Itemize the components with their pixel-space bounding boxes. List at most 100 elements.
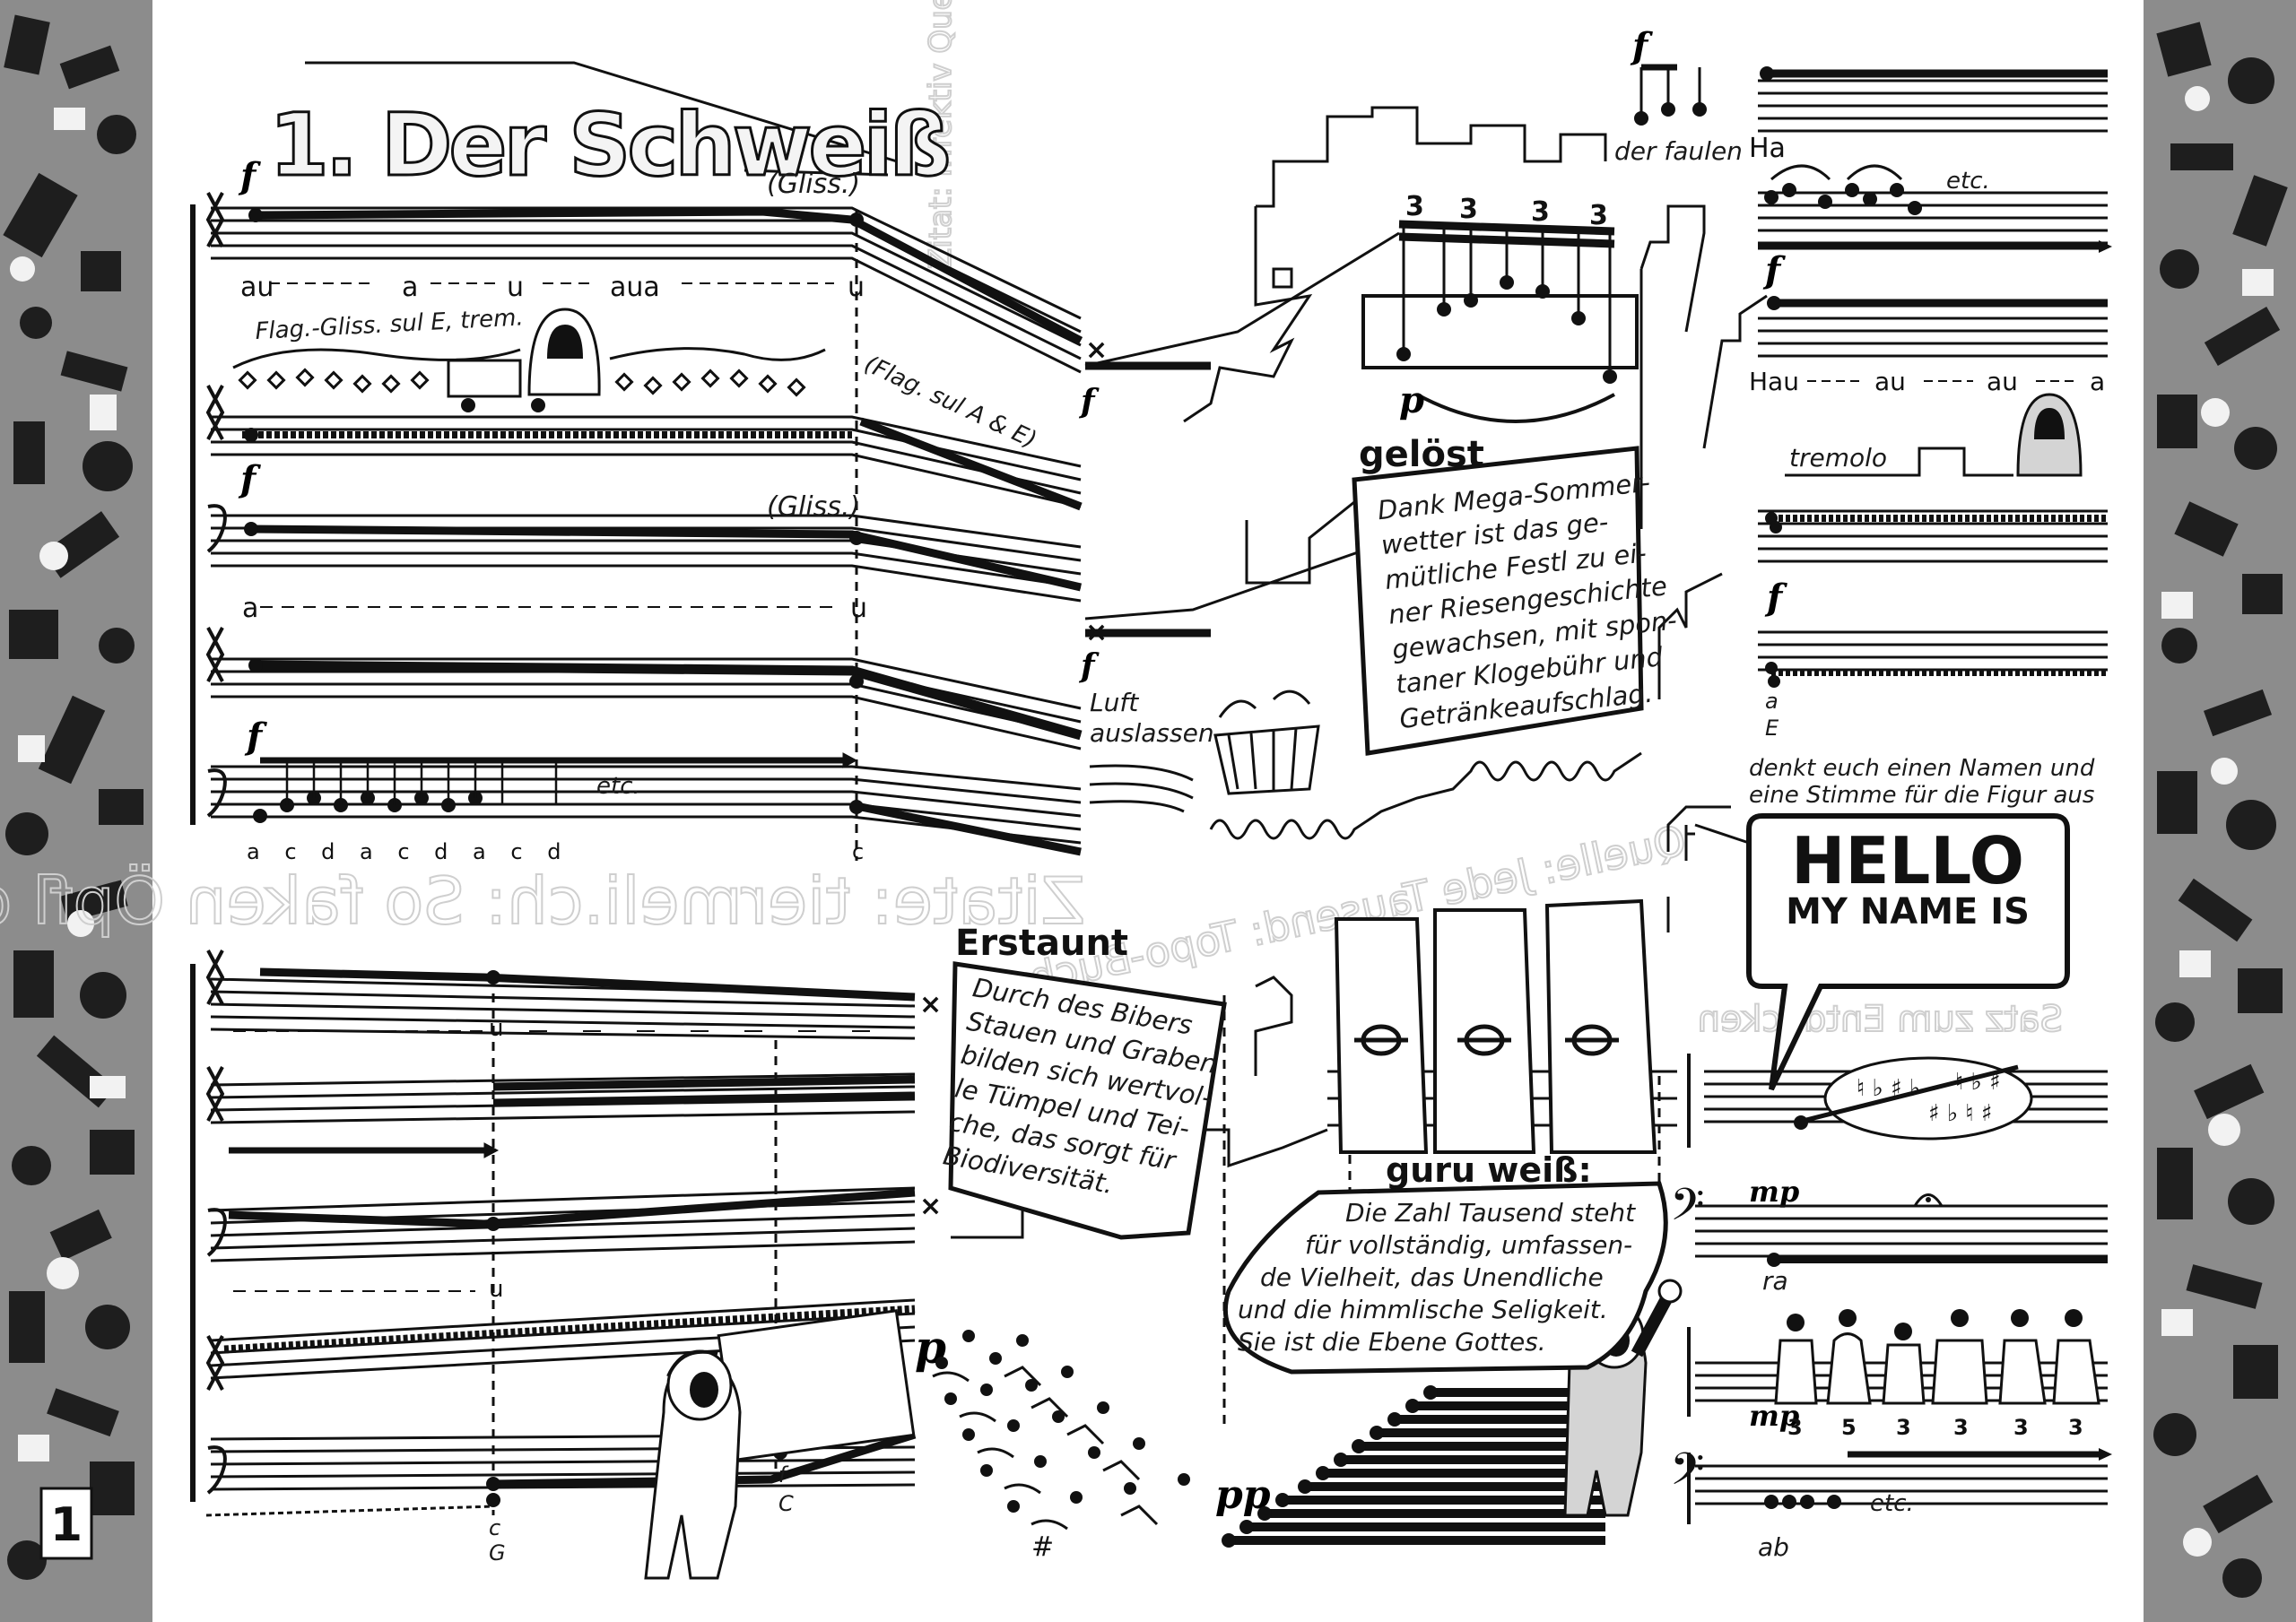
guru-line-5: Sie ist die Ebene Gottes. (1238, 1327, 1546, 1357)
erstaunt-note-box: Erstaunt Durch des Bibers Stauen und Gra… (941, 923, 1227, 1240)
collage-objects-right (2144, 0, 2296, 1622)
x-mark-2: × (1085, 617, 1108, 648)
vowel-u-end: u (848, 272, 865, 303)
vowel-u-bottom-2: u (489, 1276, 503, 1303)
dynamic-f-5: f (1078, 383, 1100, 421)
luft-label-1: Luft (1090, 688, 1139, 717)
label-g: G (489, 1540, 506, 1566)
page-title: 1. Der Schweiß (269, 95, 947, 195)
au-label-1: au (1874, 367, 1906, 396)
dynamic-f-3: f (244, 716, 267, 758)
guru-line-1: Die Zahl Tausend steht (1345, 1198, 1636, 1227)
dynamic-mp-1: mp (1749, 1175, 1799, 1209)
photo-collage-left: 1 (0, 0, 152, 1622)
etc-label-right-2: etc. (1870, 1490, 1914, 1517)
a-label-seq: a (2090, 367, 2105, 396)
accidental-glyphs-2: ♯ ♭ ♮ ♯ (1928, 1100, 1993, 1127)
x-mark-3: × (919, 989, 942, 1020)
accidental-glyphs-3: ♮ ♭ ♯ (1955, 1069, 2001, 1096)
dynamic-f-4: f (1078, 647, 1100, 685)
luft-label-2: auslassen (1090, 718, 1214, 748)
tuplet-6: 3 (2068, 1415, 2083, 1440)
collage-objects-left: 1 (0, 0, 152, 1622)
e-label-low: E (1765, 716, 1779, 741)
accordion-icon (1213, 690, 1320, 795)
label-c-upper: C (778, 1491, 794, 1516)
gliss-label-1: (Gliss.) (767, 169, 860, 200)
air-wind-lines (1089, 764, 1194, 813)
title-block: 1. Der Schweiß (268, 61, 952, 197)
guru-note-box: guru weiß: Die Zahl Tausend steht für vo… (1222, 1150, 1668, 1375)
hau-label: Hau (1749, 367, 1799, 396)
guru-line-2: für vollständig, umfassen- (1305, 1230, 1632, 1260)
tuplet-figures (1774, 1309, 2100, 1405)
tuplet-2: 5 (1841, 1415, 1857, 1440)
page-number: 1 (50, 1498, 83, 1552)
ha-label: Ha (1749, 133, 1786, 164)
a-label-low: a (1765, 689, 1779, 714)
denkt-line-2: eine Stimme für die Figur aus (1749, 782, 2094, 809)
three-doors: p (1327, 898, 1677, 1154)
vowel-u: u (507, 272, 524, 303)
hello-name-bubble: HELLO MY NAME IS (1746, 813, 2070, 1091)
score-bottom-left (190, 950, 917, 1517)
score-right-top: f der faulen Ha etc. f Hau au au (1614, 25, 2112, 809)
photo-collage-right (2144, 0, 2296, 1622)
beamed-notes-box: 3 3 3 3 p (1361, 191, 1639, 423)
dynamic-f-right-1: f (1630, 25, 1653, 67)
ra-label: ra (1762, 1266, 1788, 1296)
figure-looking-up (644, 1309, 916, 1580)
triplet-1: 3 (1405, 191, 1424, 222)
vowel-a-2: a (242, 593, 258, 624)
ab-label: ab (1758, 1532, 1789, 1562)
ghost-text-satz: Satz zum Entdecken (1698, 999, 2063, 1040)
triplet-3: 3 (1531, 196, 1550, 228)
hooded-figure-small (447, 308, 601, 398)
guru-heading: guru weiß: (1386, 1150, 1592, 1190)
vowel-u-2: u (850, 593, 867, 624)
guru-line-4: und die himmlische Seligkeit. (1238, 1295, 1608, 1324)
vowel-u-bottom-1: u (489, 1015, 503, 1042)
score-top-left (190, 204, 1400, 861)
score-bottom-left-labels: u u f C c G × × p (489, 989, 946, 1566)
triplet-2: 3 (1459, 194, 1478, 225)
flag-gliss-label: Flag.-Gliss. sul E, trem. (255, 304, 525, 345)
etc-label-right: etc. (1946, 168, 1990, 195)
etc-label-1: etc. (596, 773, 640, 800)
note-names: a c d a c d a c d (247, 839, 570, 864)
my-name-is-label: MY NAME IS (1786, 891, 2030, 932)
score-right-bottom: 𝄢 mp ra mp 3 5 3 3 3 3 𝄢 (1670, 1054, 2112, 1562)
denkt-line-1: denkt euch einen Namen und (1749, 755, 2095, 782)
x-mark-1: × (1085, 334, 1108, 366)
squiggle-line (1209, 751, 1642, 840)
gliss-label-2: (Gliss.) (767, 491, 860, 523)
geloest-note-box: gelöst Dank Mega-Sommer- wetter ist das … (1352, 434, 1678, 756)
dynamic-f-right-2: f (1762, 249, 1786, 291)
tuplet-3: 3 (1896, 1415, 1911, 1440)
dynamic-p-top: p (1399, 379, 1424, 421)
label-c: c (489, 1515, 500, 1540)
vowel-a: a (402, 272, 418, 303)
scattered-notes-pile: # (932, 1330, 1190, 1563)
au-label-2: au (1987, 367, 2018, 396)
hello-title: HELLO (1791, 823, 2024, 898)
x-mark-4: × (919, 1191, 942, 1222)
dynamic-f-2: f (238, 458, 261, 500)
accidental-glyphs-1: ♮ ♭ ♯ ♭ (1857, 1075, 1920, 1102)
accidentals-cloud: ♮ ♭ ♯ ♭ ♯ ♭ ♮ ♯ ♮ ♭ ♯ (1704, 1056, 2108, 1141)
vowel-aua: aua (610, 272, 660, 303)
ghost-text-biber: Zitate: tiermeli.ch: So faken Öpfl den B… (0, 863, 1085, 939)
tuplet-4: 3 (1953, 1415, 1969, 1440)
sharp-sign: # (1031, 1531, 1054, 1563)
triplet-4: 3 (1589, 200, 1608, 231)
tuplet-5: 3 (2013, 1415, 2029, 1440)
building-silhouette (951, 106, 1768, 1239)
ghost-text-vertical: Zitat: Infektiv Quelle: Sommerwetter (923, 0, 959, 269)
staircase-notes: pp (1215, 1385, 1605, 1548)
dynamic-f-right-3: f (1764, 577, 1787, 619)
der-faulen-label: der faulen (1614, 136, 1743, 166)
tuplet-1: 3 (1787, 1415, 1803, 1440)
erstaunt-heading: Erstaunt (955, 923, 1128, 964)
vowel-au: au (240, 272, 274, 303)
